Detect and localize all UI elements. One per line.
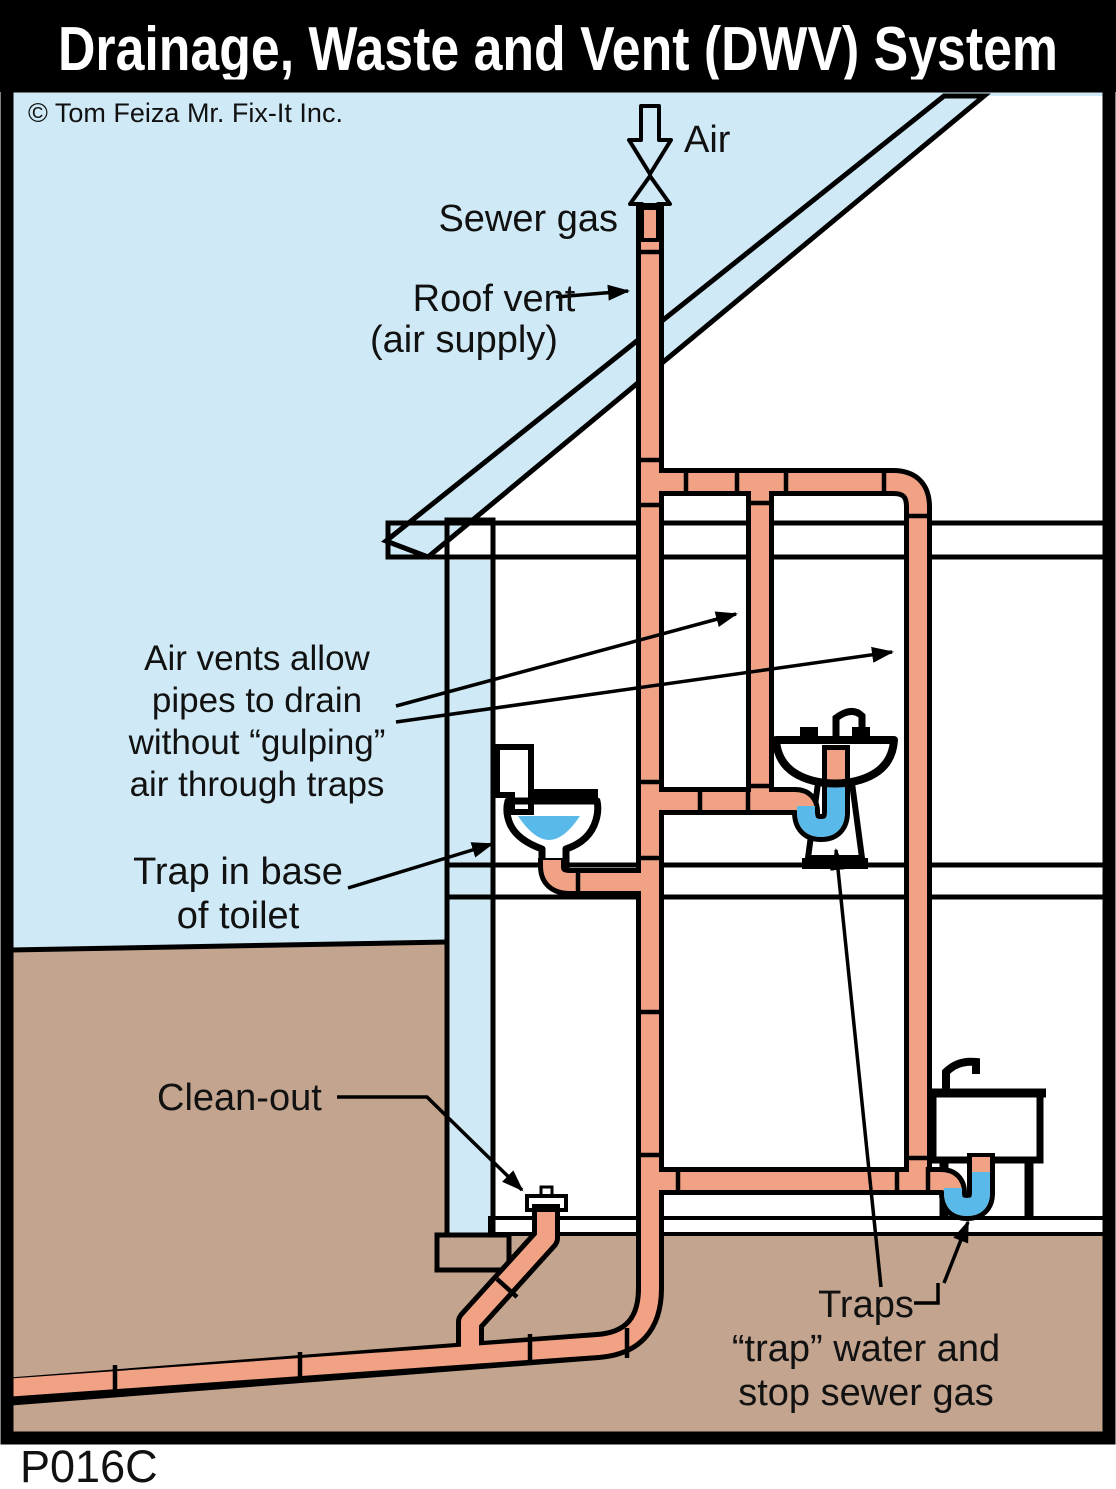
toilet-tank xyxy=(494,744,534,815)
toilet-trap-leader xyxy=(347,842,494,890)
sink-bowl xyxy=(772,736,898,788)
traps-leader-sink xyxy=(830,848,883,1288)
grade-line xyxy=(9,939,448,953)
cleanout-cap-knob xyxy=(539,1185,554,1198)
cleanout-leader xyxy=(337,1095,524,1192)
sink-pedestal-base xyxy=(802,858,868,869)
traps-label-3: stop sewer gas xyxy=(738,1372,994,1414)
pipe-joints xyxy=(112,249,932,1395)
toilet-bowl-water xyxy=(518,816,580,840)
cleanout-riser xyxy=(461,1208,555,1350)
laundry-faucet-icon xyxy=(942,1057,980,1090)
piping xyxy=(2,203,995,1406)
diagram-border xyxy=(0,79,1116,1445)
cleanout-label: Clean-out xyxy=(157,1077,322,1119)
sewer-gas-up-arrow-icon xyxy=(628,174,672,242)
copyright-text: © Tom Feiza Mr. Fix-It Inc. xyxy=(28,98,343,128)
sink-trap-water xyxy=(797,786,845,837)
sewer-gas-label: Sewer gas xyxy=(438,198,618,240)
traps-label-2: “trap” water and xyxy=(732,1328,1000,1370)
toilet-trap-label-2: of toilet xyxy=(177,895,300,937)
air-vent-leader-2 xyxy=(395,646,894,724)
ground-soil xyxy=(10,942,1106,1434)
roof-vent-leader xyxy=(555,284,630,301)
traps-bracket xyxy=(914,1283,940,1305)
toilet-drain xyxy=(543,857,648,891)
vent-branch xyxy=(650,473,927,1176)
roof-vent-label-1: Roof vent xyxy=(413,278,576,320)
air-vent-leader-1 xyxy=(395,611,738,708)
air-vents-label-1: Air vents allow xyxy=(144,639,370,678)
air-vents-label-4: air through traps xyxy=(130,765,385,804)
sink-handle-left-icon xyxy=(800,727,818,739)
air-down-arrow-icon xyxy=(627,104,673,176)
page-title: Drainage, Waste and Vent (DWV) System xyxy=(58,15,1058,84)
traps-label-1: Traps xyxy=(818,1284,914,1326)
sink xyxy=(772,708,898,788)
main-stack-and-sewer xyxy=(3,210,659,1397)
traps-leader-laundry xyxy=(942,1220,970,1284)
title-bar xyxy=(0,0,1116,92)
air-vents-label-2: pipes to drain xyxy=(152,681,362,720)
sink-faucet-icon xyxy=(832,708,866,738)
air-vents-label-3: without “gulping” xyxy=(128,723,386,762)
roof-vent-label-2: (air supply) xyxy=(370,319,558,361)
leader-lines xyxy=(337,284,970,1305)
concrete-footing xyxy=(434,1232,512,1273)
roof-band xyxy=(381,93,991,560)
air-label: Air xyxy=(684,119,731,161)
sink-handle-right-icon xyxy=(852,727,870,739)
toilet-trap-label-1: Trap in base xyxy=(133,851,343,893)
figure-code: P016C xyxy=(20,1441,158,1489)
laundry-trap-water xyxy=(944,1172,990,1216)
